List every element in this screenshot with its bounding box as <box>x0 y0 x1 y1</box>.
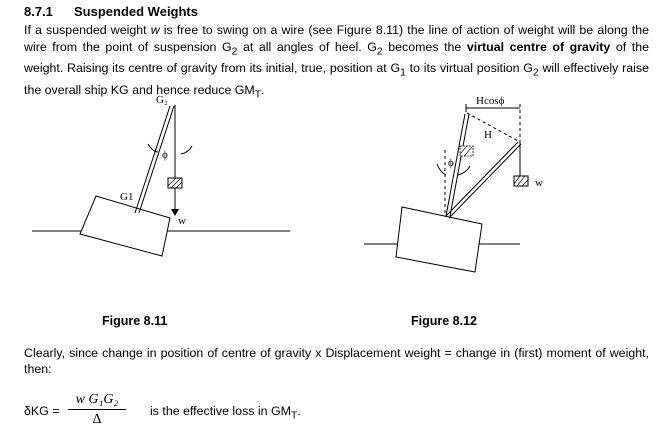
arrow-head <box>171 209 179 216</box>
weight-symbol: w <box>150 23 160 37</box>
angle-arrow-left <box>147 143 159 153</box>
label-h: H <box>484 129 492 141</box>
label-phi: ϕ <box>162 149 168 161</box>
weight-box <box>167 177 183 189</box>
figure-8-11-caption: Figure 8.11 <box>102 314 168 328</box>
figure-8-12-diagram: Hcosϕ H ϕ w <box>364 95 543 273</box>
label-w: w <box>535 177 543 189</box>
angle-arrow-right <box>457 165 471 176</box>
hatch <box>513 175 529 187</box>
label-hcos: Hcosϕ <box>476 95 505 107</box>
original-hatch <box>459 145 473 157</box>
equation-lhs: δKG = <box>24 404 60 418</box>
label-g2: G₂ <box>156 94 168 106</box>
text-run: If a suspended weight <box>24 23 151 37</box>
text-run: is the effective loss in GM <box>150 404 291 418</box>
ship-hull <box>79 195 171 257</box>
figure-8-11-diagram: G₂ G1 ϕ w <box>32 94 290 257</box>
subscript: 2 <box>231 45 238 57</box>
section-title: Suspended Weights <box>74 4 198 19</box>
wire-d <box>448 143 522 219</box>
hatch <box>167 177 183 189</box>
text-run: at all angles of heel. G <box>237 39 377 54</box>
equation-fraction: w G₁G₂ Δ <box>68 392 126 428</box>
text-run: of the weight. Raising its centre of gra… <box>24 39 650 76</box>
wire-c <box>445 141 519 217</box>
text-run: . <box>261 83 265 98</box>
wire-b <box>449 113 470 217</box>
text-run: is free to swing on a wire (see Figure 8… <box>24 23 649 54</box>
text-run: will effectively raise the overall ship … <box>24 61 649 98</box>
label-w: w <box>178 215 186 227</box>
figure-8-12-caption: Figure 8.12 <box>411 314 477 328</box>
fraction-numerator: w G₁G₂ <box>68 392 126 410</box>
section-heading: 8.7.1 Suspended Weights <box>24 4 198 19</box>
wire-a <box>445 113 466 217</box>
bold-term: virtual centre of gravity <box>466 39 611 54</box>
equation-rhs: is the effective loss in GMT. <box>150 404 301 421</box>
text-run: becomes the <box>382 39 467 54</box>
original-weight-box <box>459 145 474 157</box>
subscript: 2 <box>532 67 539 79</box>
conclusion-paragraph: Clearly, since change in position of cen… <box>24 346 649 376</box>
angle-arrow-left <box>436 163 447 176</box>
label-phi: ϕ <box>448 157 454 169</box>
subscript: 2 <box>376 45 383 57</box>
dashed-h <box>466 112 521 143</box>
suspension-wire-a <box>134 105 171 214</box>
label-g1: G1 <box>120 191 133 203</box>
text-run: to its virtual position G <box>405 61 533 76</box>
angle-arrow-right <box>180 145 193 155</box>
section-number: 8.7.1 <box>24 4 53 19</box>
subscript: T <box>290 410 298 422</box>
subscript: 1 <box>400 67 406 79</box>
suspension-wire-b <box>138 105 175 214</box>
intro-paragraph: If a suspended weight w is free to swing… <box>24 22 649 104</box>
text-run: . <box>297 404 301 418</box>
ship-hull <box>395 206 483 273</box>
fraction-denominator: Δ <box>92 412 102 427</box>
subscript: T <box>254 89 262 101</box>
